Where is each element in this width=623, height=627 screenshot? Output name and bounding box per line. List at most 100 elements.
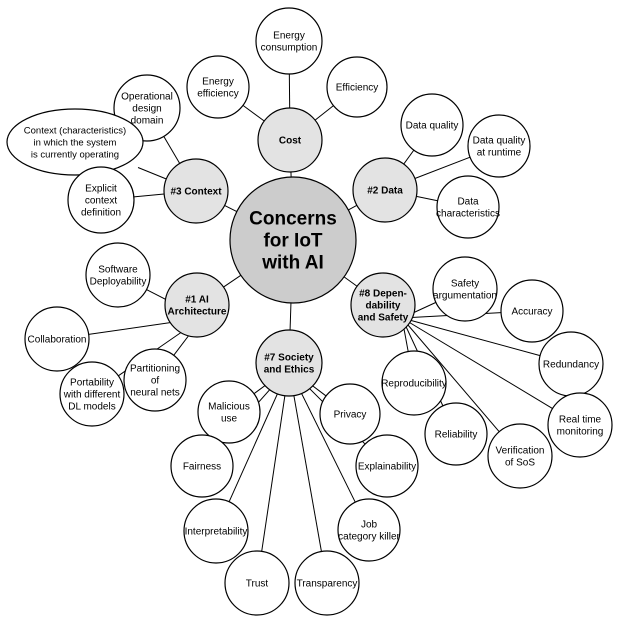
node-label: Reproducibility xyxy=(381,379,447,390)
concern-circle xyxy=(24,306,90,372)
concern-circle xyxy=(294,550,360,616)
node-label-line: of xyxy=(151,376,160,387)
category-circle xyxy=(257,107,323,173)
node-label-line: dability xyxy=(365,301,400,312)
node-accuracy: Accuracy xyxy=(500,279,564,343)
concern-circle xyxy=(197,380,261,444)
node-label: Accuracy xyxy=(511,307,552,318)
concern-circle xyxy=(85,242,151,308)
connector-center-dependability-safety xyxy=(343,276,358,287)
node-label-line: Verification xyxy=(496,446,545,457)
concern-circle xyxy=(500,279,564,343)
node-label-line: #7 Society xyxy=(264,353,314,364)
node-label-line: domain xyxy=(131,116,164,127)
node-label: Reliability xyxy=(435,430,478,441)
node-label-line: characteristics xyxy=(436,209,500,220)
node-label-line: Explainability xyxy=(358,462,416,473)
node-label-line: Safety xyxy=(451,279,479,290)
connector-cost-energy-efficiency xyxy=(242,104,265,122)
category-circle xyxy=(163,158,229,224)
node-label-line: monitoring xyxy=(557,427,604,438)
connector-cost-efficiency xyxy=(314,105,334,121)
node-label: Transparency xyxy=(297,579,358,590)
node-label: Trust xyxy=(246,579,269,590)
node-fairness: Fairness xyxy=(170,434,234,498)
node-label-line: and Ethics xyxy=(264,365,315,376)
node-redundancy: Redundancy xyxy=(538,331,604,397)
node-label-line: with different xyxy=(63,390,121,401)
node-label-line: Data quality xyxy=(406,121,459,132)
node-label-line: Accuracy xyxy=(511,307,552,318)
node-label-line: Operational xyxy=(121,92,173,103)
node-label-line: Energy xyxy=(202,77,234,88)
concern-circle xyxy=(547,392,613,458)
node-reliability: Reliability xyxy=(424,402,488,466)
connector-context-operational-design-domain xyxy=(163,136,181,164)
node-label-line: in which the system xyxy=(34,137,117,148)
node-label-line: Fairness xyxy=(183,462,221,473)
node-label-line: Deployability xyxy=(90,277,147,288)
node-label-line: Explicit xyxy=(85,184,117,195)
concern-circle xyxy=(170,434,234,498)
node-context: #3 Context xyxy=(163,158,229,224)
node-explainability: Explainability xyxy=(355,434,419,498)
node-label-line: Reproducibility xyxy=(381,379,447,390)
node-context-characteristics: Context (characteristics)in which the sy… xyxy=(6,108,144,176)
category-circle xyxy=(350,272,416,338)
node-label-line: argumentation xyxy=(433,291,497,302)
node-label-line: context xyxy=(85,196,117,207)
concern-circle xyxy=(255,7,323,75)
node-collaboration: Collaboration xyxy=(24,306,90,372)
connector-dependability-safety-redundancy xyxy=(401,317,541,357)
concern-circle xyxy=(467,114,531,178)
center-circle xyxy=(229,176,357,304)
node-label: Efficiency xyxy=(336,83,379,94)
node-label-line: Trust xyxy=(246,579,269,590)
node-label-line: Software xyxy=(98,265,138,276)
category-circle xyxy=(164,272,230,338)
node-label-line: with AI xyxy=(261,253,324,274)
node-label-line: Energy xyxy=(273,31,305,42)
connector-center-society-ethics xyxy=(289,302,292,331)
node-label: Redundancy xyxy=(543,360,599,371)
node-label-line: neural nets xyxy=(130,388,179,399)
node-label-line: efficiency xyxy=(197,89,239,100)
node-interpretability: Interpretability xyxy=(183,498,249,564)
node-label-line: Job xyxy=(361,520,378,531)
concern-circle xyxy=(337,498,401,562)
node-label-line: Real time xyxy=(559,415,602,426)
node-label-line: #3 Context xyxy=(170,187,222,198)
connector-center-data xyxy=(348,204,358,211)
connector-dependability-safety-real-time-monitoring xyxy=(401,317,553,409)
node-data: #2 Data xyxy=(352,157,418,223)
connector-data-data-quality-runtime xyxy=(414,156,471,179)
node-label-line: Malicious xyxy=(208,402,250,413)
node-label-line: Interpretability xyxy=(185,527,248,538)
node-reproducibility: Reproducibility xyxy=(381,350,447,416)
node-privacy: Privacy xyxy=(319,383,381,445)
node-label-line: DL models xyxy=(68,402,115,413)
